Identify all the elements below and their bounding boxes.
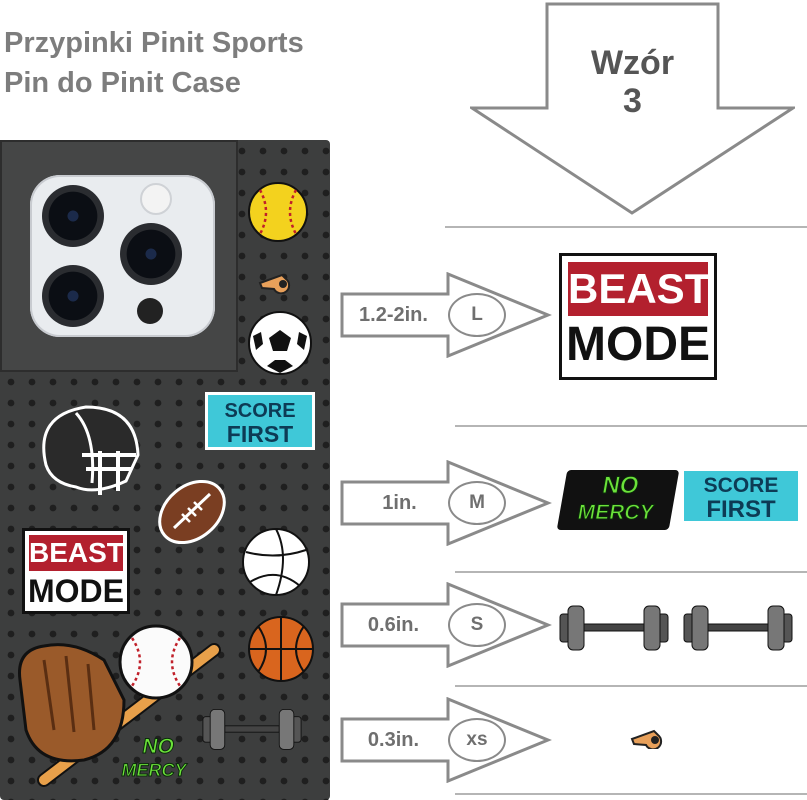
divider (445, 226, 807, 228)
size-length: 0.6in. (367, 614, 420, 636)
softball-pin-icon (248, 182, 308, 242)
pattern-label: Wzór 3 (555, 44, 710, 120)
score-pin-bottom: FIRST (706, 496, 776, 523)
nomercy-pin-bottom: MERCY (575, 501, 656, 525)
size-code: xs (448, 718, 506, 762)
no-mercy-pin-medium: NO MERCY (556, 470, 680, 530)
size-length: 1.2-2in. (359, 304, 428, 326)
score-first-pin: SCORE FIRST (205, 392, 315, 450)
beast-pin-top: BEAST (568, 262, 710, 316)
beast-mode-pin: BEAST MODE (22, 528, 130, 614)
beast-pin-bottom: MODE (28, 573, 124, 609)
baseball-glove-bat-pin-icon (18, 624, 221, 787)
american-football-pin-icon (158, 479, 226, 545)
nomercy-pin-top: NO (140, 735, 177, 759)
dumbbell-pin-icon (559, 605, 669, 651)
camera-lens-icon (42, 265, 104, 327)
camera-lens-icon (120, 223, 182, 285)
size-arrow-icon (340, 697, 552, 783)
divider (455, 793, 807, 795)
score-pin-bottom: FIRST (226, 421, 294, 447)
whistle-pin-icon (630, 729, 663, 749)
size-code: M (448, 481, 506, 525)
soccer-ball-pin-icon (248, 311, 312, 375)
dumbbell-pin-icon (202, 709, 302, 750)
size-length: 0.3in. (367, 729, 420, 751)
size-arrow-icon (340, 460, 552, 546)
divider (455, 685, 807, 687)
pattern-arrow-icon (470, 2, 795, 215)
divider (455, 425, 807, 427)
sensor-icon (137, 298, 163, 324)
beast-mode-pin-large: BEAST MODE (559, 253, 717, 380)
camera-lens-icon (42, 185, 104, 247)
size-code: S (448, 603, 506, 647)
size-code: L (448, 293, 506, 337)
nomercy-pin-top: NO (600, 472, 642, 500)
size-length: 1in. (382, 492, 417, 514)
product-subtitle: Pin do Pinit Case (4, 67, 241, 99)
whistle-pin-icon (258, 273, 291, 294)
beast-pin-top: BEAST (29, 535, 124, 571)
football-helmet-pin-icon (42, 405, 140, 495)
dumbbell-pin-icon (683, 605, 793, 651)
flash-icon (140, 183, 172, 215)
nomercy-pin-bottom: MERCY (119, 760, 189, 781)
score-first-pin-medium: SCORE FIRST (681, 468, 801, 524)
pattern-label-word: Wzór (590, 44, 675, 82)
product-title: Przypinki Pinit Sports (4, 27, 304, 59)
pattern-label-number: 3 (623, 82, 642, 120)
score-pin-top: SCORE (224, 400, 296, 422)
size-arrow-icon (340, 582, 552, 668)
basketball-pin-icon (248, 616, 314, 682)
no-mercy-pin: NO MERCY (104, 735, 209, 785)
size-arrow-icon (340, 272, 552, 358)
score-pin-top: SCORE (703, 474, 779, 497)
beast-pin-bottom: MODE (566, 318, 710, 371)
divider (455, 571, 807, 573)
volleyball-pin-icon (242, 528, 310, 596)
